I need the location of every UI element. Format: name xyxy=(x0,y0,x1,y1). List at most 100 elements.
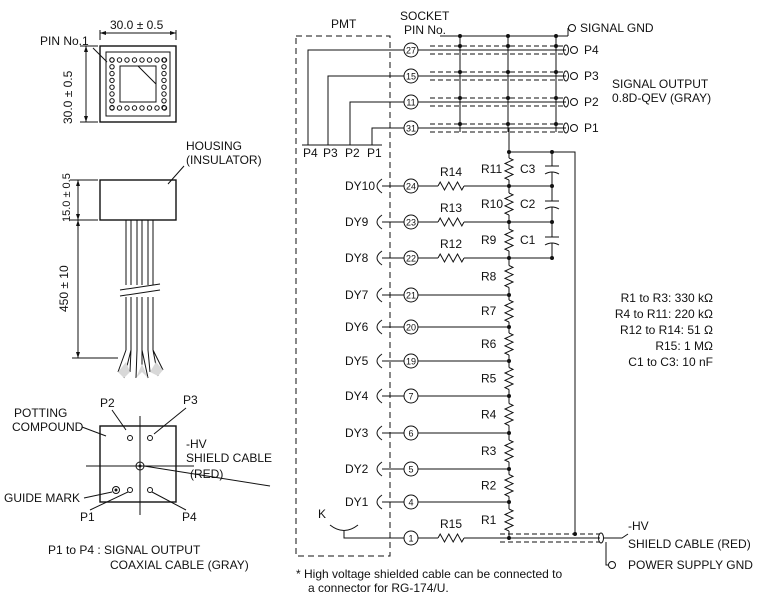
pin-no1-label: PIN No.1 xyxy=(40,34,89,48)
top-view: 30.0 ± 0.5 PIN No.1 30.0 ± 0.5 xyxy=(40,18,177,124)
coaxial-cable-note: COAXIAL CABLE (GRAY) xyxy=(110,558,249,572)
dynode-pin-21: 21 xyxy=(406,291,416,301)
output-pin-27: 27 xyxy=(406,46,416,56)
dynode-pin-7: 7 xyxy=(408,392,413,402)
signal-output-note: P1 to P4 : SIGNAL OUTPUT xyxy=(48,543,201,557)
signal-output-label: SIGNAL OUTPUT xyxy=(612,77,709,91)
hv-label: -HV xyxy=(628,519,649,533)
guide-mark xyxy=(112,486,120,494)
potting-compound-label-2: COMPOUND xyxy=(12,420,84,434)
output-label-p4: P4 xyxy=(584,43,599,57)
cathode-pin-1: 1 xyxy=(408,534,413,544)
footnote-line-1: * High voltage shielded cable can be con… xyxy=(296,567,563,581)
value-line-1: R1 to R3: 330 kΩ xyxy=(621,291,713,305)
resistor-r3: R3 xyxy=(481,444,497,458)
dynode-pin-4: 4 xyxy=(408,498,413,508)
side-view: HOUSING (INSULATOR) 15.0 ± 0.5 xyxy=(57,139,262,379)
housing-height-dimension: 15.0 ± 0.5 xyxy=(61,173,73,222)
anode-label-p1: P1 xyxy=(367,146,382,160)
dynode-label-dy8: DY8 xyxy=(345,251,369,265)
output-pin-11: 11 xyxy=(406,98,415,108)
bottom-hv-label: -HV xyxy=(186,437,207,451)
bottom-p3-label: P3 xyxy=(183,393,198,407)
resistor-r14: R14 xyxy=(440,165,462,179)
dynode-label-dy6: DY6 xyxy=(345,320,369,334)
resistor-r12: R12 xyxy=(440,237,462,251)
output-label-p3: P3 xyxy=(584,69,599,83)
schematic: PMT SOCKET PIN No. SIGNAL GND P427P315P2… xyxy=(295,9,753,595)
top-width-dimension: 30.0 ± 0.5 xyxy=(110,18,164,32)
resistor-r4: R4 xyxy=(481,408,497,422)
dynode-label-dy9: DY9 xyxy=(345,215,369,229)
output-pin-15: 15 xyxy=(406,72,416,82)
guide-mark-label: GUIDE MARK xyxy=(4,491,80,505)
capacitor-c2: C2 xyxy=(520,197,536,211)
resistor-r10: R10 xyxy=(481,197,503,211)
dynode-pin-20: 20 xyxy=(406,323,416,333)
housing-label: HOUSING xyxy=(186,139,242,153)
dynode-label-dy4: DY4 xyxy=(345,389,369,403)
resistor-r5: R5 xyxy=(481,372,497,386)
capacitor-c3: C3 xyxy=(520,162,536,176)
socket-pin-label: PIN No. xyxy=(404,23,446,37)
capacitor-c1: C1 xyxy=(520,233,536,247)
resistor-r7: R7 xyxy=(481,304,497,318)
pin-ring xyxy=(109,57,168,111)
potting-compound-label: POTTING xyxy=(14,406,67,420)
anode-label-p3: P3 xyxy=(323,146,338,160)
cathode-label: K xyxy=(318,507,326,521)
dynode-pin-5: 5 xyxy=(408,465,413,475)
footnote-line-2: a connector for RG-174/U. xyxy=(308,581,449,595)
dynode-label-dy1: DY1 xyxy=(345,495,369,509)
value-line-5: C1 to C3: 10 nF xyxy=(628,355,713,369)
cable-bundle xyxy=(117,220,164,379)
dynode-pin-22: 22 xyxy=(406,254,416,264)
value-line-2: R4 to R11: 220 kΩ xyxy=(615,307,713,321)
anode-label-p2: P2 xyxy=(345,146,360,160)
top-height-dimension: 30.0 ± 0.5 xyxy=(61,70,75,124)
output-pin-31: 31 xyxy=(406,124,416,134)
pmt-label: PMT xyxy=(331,17,357,31)
signal-output-cable-label: 0.8D-QEV (GRAY) xyxy=(612,91,711,105)
anode-label-p4: P4 xyxy=(303,146,318,160)
bottom-p4-label: P4 xyxy=(182,510,197,524)
value-line-4: R15: 1 MΩ xyxy=(655,339,713,353)
dynode-pin-24: 24 xyxy=(406,182,416,192)
pmt-boundary xyxy=(295,35,391,557)
dynode-pin-6: 6 xyxy=(408,429,413,439)
dynode-pin-19: 19 xyxy=(406,357,416,367)
output-label-p1: P1 xyxy=(584,121,599,135)
resistor-r8: R8 xyxy=(481,270,497,284)
dynode-label-dy5: DY5 xyxy=(345,354,369,368)
shield-cable-label: SHIELD CABLE (RED) xyxy=(628,537,751,551)
socket-label: SOCKET xyxy=(400,9,450,23)
bottom-red-label: (RED) xyxy=(190,467,223,481)
bottom-p2-label: P2 xyxy=(100,396,115,410)
component-values: R1 to R3: 330 kΩ R4 to R11: 220 kΩ R12 to … xyxy=(615,291,713,369)
resistor-r15: R15 xyxy=(440,517,462,531)
bottom-view: P2 P3 POTTING COMPOUND -HV SHIELD CABLE … xyxy=(4,393,272,572)
dynode-label-dy10: DY10 xyxy=(345,179,375,193)
power-supply-gnd-label: POWER SUPPLY GND xyxy=(628,558,753,572)
dynode-label-dy7: DY7 xyxy=(345,288,369,302)
dynode-pin-23: 23 xyxy=(406,218,416,228)
resistor-r9: R9 xyxy=(481,233,497,247)
dynode-label-dy2: DY2 xyxy=(345,462,369,476)
resistor-r1: R1 xyxy=(481,513,497,527)
bottom-housing xyxy=(99,425,177,503)
insulator-label: (INSULATOR) xyxy=(186,153,262,167)
resistor-r2: R2 xyxy=(481,479,497,493)
housing xyxy=(99,179,177,221)
cable-length-dimension: 450 ± 10 xyxy=(57,265,71,312)
bottom-shield-cable-label: SHIELD CABLE xyxy=(186,451,272,465)
resistor-r13: R13 xyxy=(440,201,462,215)
resistor-r6: R6 xyxy=(481,337,497,351)
resistor-r11: R11 xyxy=(481,162,502,176)
dynode-label-dy3: DY3 xyxy=(345,426,369,440)
anode-leads: P4 P3 P2 P1 xyxy=(302,49,404,160)
bottom-p1-label: P1 xyxy=(80,510,95,524)
value-line-3: R12 to R14: 51 Ω xyxy=(620,323,713,337)
